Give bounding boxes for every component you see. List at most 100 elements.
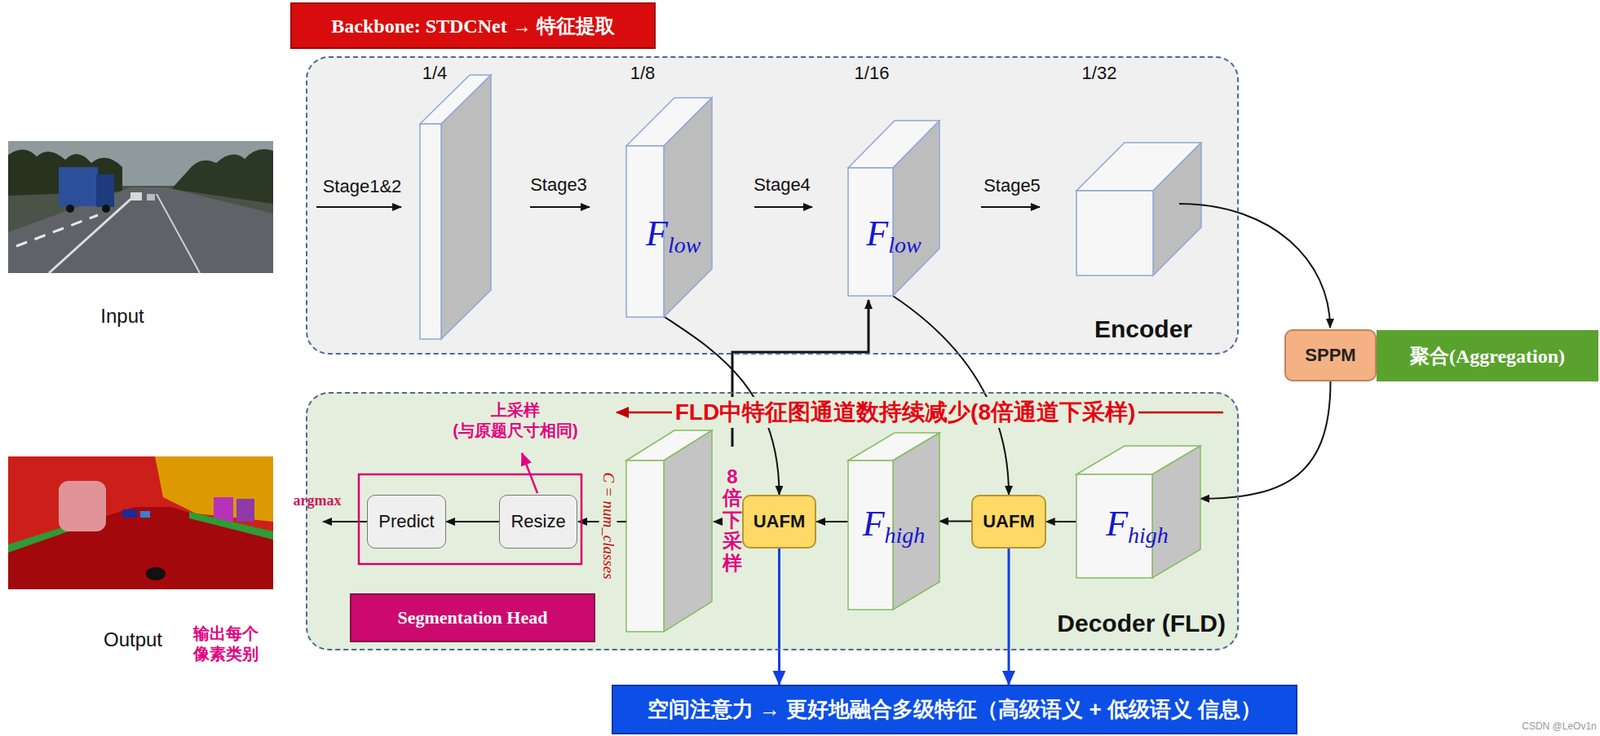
head-outline xyxy=(358,474,582,565)
node-label: Encoder xyxy=(1094,315,1193,344)
flow-arrow xyxy=(1179,203,1331,328)
flow-arrow xyxy=(1200,381,1331,500)
cube-side xyxy=(663,97,712,318)
flow-arrow xyxy=(1046,521,1077,523)
flow-arrow xyxy=(816,521,849,523)
math-symbol: Fhigh xyxy=(862,504,926,549)
node-label: SPPM xyxy=(1304,344,1356,367)
seg-sidewalk xyxy=(8,526,69,553)
uafm-box: UAFM xyxy=(971,495,1047,549)
seg-car xyxy=(140,511,151,518)
decoder-ground xyxy=(305,392,1239,651)
node-label: Resize xyxy=(510,511,566,533)
decoder-cube xyxy=(626,430,712,633)
backbone-label: Backbone: STDCNet → 特征提取 xyxy=(290,2,656,49)
image-caption: Output xyxy=(103,628,163,652)
encoder-cube xyxy=(419,75,491,340)
seg-truck xyxy=(58,481,107,532)
seg-building xyxy=(236,499,255,522)
flow-arrow xyxy=(446,521,500,523)
channel-label: C = num_classes xyxy=(599,470,618,581)
cube-front xyxy=(419,123,442,340)
cube-shape xyxy=(848,120,940,297)
math-subscript: high xyxy=(1127,522,1169,549)
cube-shape xyxy=(848,433,940,610)
photo-car xyxy=(130,192,142,201)
seg-car xyxy=(122,509,138,518)
fld-note: FLD中特征图通道数持续减少(8倍通道下采样) xyxy=(671,397,1140,429)
node-label: Decoder (FLD) xyxy=(1056,609,1226,638)
seg-vegetation xyxy=(8,456,274,590)
upsample-note: 上采样 (与原题尺寸相同) xyxy=(443,400,588,442)
watermark: CSDN @LeOv1n xyxy=(1521,720,1597,733)
encoder-cube xyxy=(1076,142,1202,276)
decoder-panel: Decoder (FLD) Predict Resize UAFM Fhigh UAFM F… xyxy=(305,392,1239,651)
scale-label: 1/4 xyxy=(422,62,448,84)
seg-hood xyxy=(145,567,166,581)
math-symbol: Fhigh xyxy=(1105,504,1169,549)
attention-arrow xyxy=(1007,548,1010,686)
sppm-box: SPPM xyxy=(1284,329,1377,382)
cube-side xyxy=(892,120,940,297)
photo-truck xyxy=(96,174,115,208)
seg-sidewalk xyxy=(189,512,274,540)
math-symbol: Flow xyxy=(645,214,701,258)
argmax-label: argmax xyxy=(293,492,342,510)
photo-wheel xyxy=(66,204,75,213)
math-base: F xyxy=(645,213,668,254)
stage-label: Stage1&2 xyxy=(322,176,403,198)
photo-truck xyxy=(58,167,98,207)
scale-label: 1/32 xyxy=(1082,62,1118,84)
aggregation-label: 聚合(Aggregation) xyxy=(1376,330,1599,382)
scale-label: 1/8 xyxy=(630,62,656,84)
resize-box: Resize xyxy=(499,495,577,549)
stage-arrow xyxy=(316,206,402,208)
flow-arrow xyxy=(939,521,972,523)
uafm-box: UAFM xyxy=(742,495,818,549)
scale-label: 1/16 xyxy=(854,62,890,84)
feature-cube: Fhigh xyxy=(848,433,940,610)
seg-building xyxy=(213,497,234,522)
math-subscript: low xyxy=(667,232,701,258)
math-symbol: Flow xyxy=(866,214,921,258)
note-arrow xyxy=(521,453,538,494)
node-label: Backbone: STDCNet → 特征提取 xyxy=(331,13,615,40)
stage-label: Stage3 xyxy=(530,174,588,196)
math-base: F xyxy=(862,503,885,544)
stage-arrow xyxy=(754,206,813,208)
stage-arrow xyxy=(530,206,590,208)
cube-side xyxy=(441,75,491,340)
encoder-ground xyxy=(305,56,1239,355)
math-base: F xyxy=(866,213,889,254)
output-note: 输出每个 像素类别 xyxy=(188,623,264,665)
math-subscript: high xyxy=(884,522,926,549)
cube-side xyxy=(892,433,940,610)
stage-arrow xyxy=(981,206,1040,208)
attention-arrow xyxy=(777,548,781,686)
cube-shape xyxy=(1076,446,1201,579)
node-label: UAFM xyxy=(982,511,1035,533)
cube-front xyxy=(848,167,893,297)
seg-road xyxy=(8,507,274,590)
photo-car xyxy=(146,194,155,201)
attention-note: 空间注意力 → 更好地融合多级特征（高级语义 + 低级语义 信息） xyxy=(611,685,1298,735)
cube-side xyxy=(663,430,712,633)
node-label: 空间注意力 → 更好地融合多级特征（高级语义 + 低级语义 信息） xyxy=(647,695,1262,725)
feature-cube: Flow xyxy=(848,120,940,297)
feature-cube: Fhigh xyxy=(1076,446,1201,579)
cube-front xyxy=(1076,190,1154,276)
encoder-panel: EncoderFlowFlow xyxy=(305,56,1239,355)
predict-box: Predict xyxy=(366,495,447,549)
output-image xyxy=(8,456,274,590)
cube-front xyxy=(626,460,664,633)
photo-ground xyxy=(8,141,274,274)
photo-road xyxy=(8,187,274,274)
downsample-note: 8倍下采样 xyxy=(722,466,743,575)
node-label: Predict xyxy=(378,511,434,533)
node-label: Segmentation Head xyxy=(397,607,549,629)
cube-side xyxy=(1152,446,1201,579)
lane-line xyxy=(156,194,200,274)
lane-line xyxy=(16,215,98,247)
math-base: F xyxy=(1105,503,1128,544)
